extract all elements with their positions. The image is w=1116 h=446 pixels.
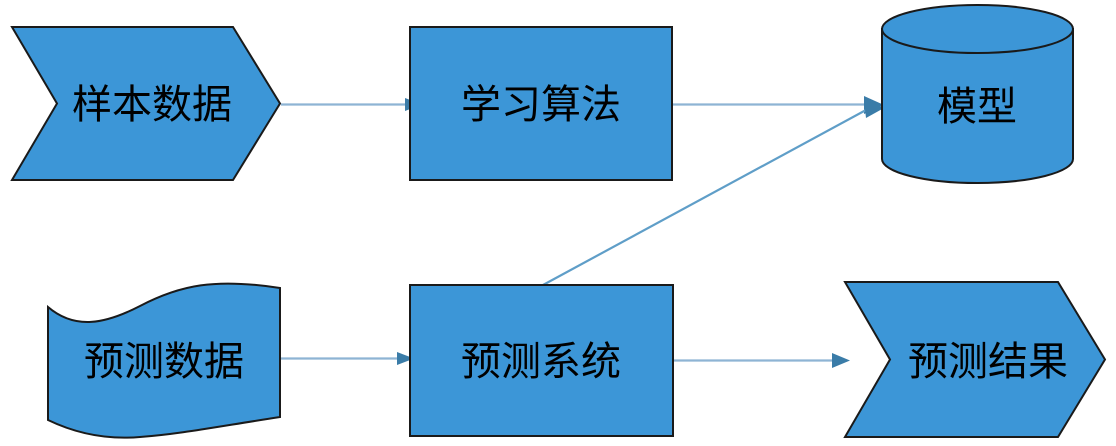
node-learning-algorithm[interactable]: 学习算法 [409, 26, 673, 181]
model-cylinder-body [881, 28, 1074, 184]
arrowhead-icon [397, 352, 414, 365]
node-prediction-result[interactable]: 预测结果 [843, 281, 1107, 438]
connector-prediction-data-to-prediction-system[interactable] [281, 352, 414, 365]
sample-data-shape [10, 26, 282, 181]
prediction-system-shape [409, 284, 674, 437]
prediction-data-label: 预测数据 [84, 339, 244, 385]
node-model[interactable]: 模型 [881, 4, 1074, 184]
node-sample-data[interactable]: 样本数据 [10, 26, 282, 181]
connector-sample-data-to-learning-algorithm[interactable] [281, 98, 422, 111]
model-label: 模型 [937, 84, 1017, 130]
arrowhead-icon [832, 353, 850, 368]
node-prediction-system[interactable]: 预测系统 [409, 284, 674, 437]
connector-learning-algorithm-to-model[interactable] [673, 96, 884, 114]
prediction-system-label: 预测系统 [461, 339, 621, 385]
node-prediction-data[interactable]: 预测数据 [47, 282, 281, 439]
prediction-result-shape [843, 281, 1107, 438]
connector-line [542, 109, 867, 286]
learning-algorithm-label: 学习算法 [461, 82, 621, 128]
model-cylinder-top [881, 4, 1074, 54]
arrowhead-icon [864, 100, 884, 118]
prediction-data-shape [47, 282, 281, 439]
connector-prediction-system-to-prediction-result[interactable] [674, 353, 850, 368]
connector-prediction-system-to-model[interactable] [542, 100, 884, 286]
prediction-result-label: 预测结果 [908, 339, 1068, 385]
learning-algorithm-shape [409, 26, 673, 181]
sample-data-label: 样本数据 [72, 82, 232, 128]
